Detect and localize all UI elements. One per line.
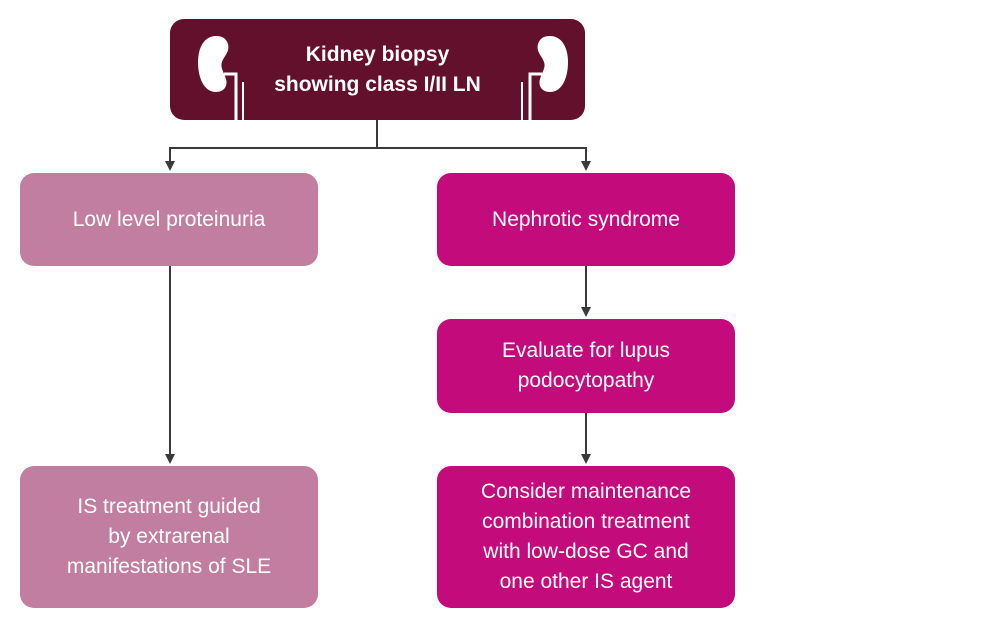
- node-nephrotic-syndrome: Nephrotic syndrome: [437, 173, 735, 266]
- root-node-text: Kidney biopsy showing class I/II LN: [274, 42, 481, 96]
- node-text: Evaluate for lupus podocytopathy: [501, 339, 671, 392]
- node-maintenance-combination-treatment: Consider maintenance combination treatme…: [437, 466, 735, 608]
- kidney-icon-left: [198, 36, 244, 120]
- node-text: Consider maintenance combination treatme…: [480, 480, 692, 593]
- root-node-kidney-biopsy: Kidney biopsy showing class I/II LN: [170, 19, 585, 120]
- node-text: Low level proteinuria: [72, 207, 266, 231]
- kidney-icon-right: [521, 36, 568, 120]
- node-evaluate-lupus-podocytopathy: Evaluate for lupus podocytopathy: [437, 319, 735, 413]
- node-is-treatment-extrarenal: IS treatment guided by extrarenal manife…: [20, 466, 318, 608]
- node-text: Nephrotic syndrome: [492, 207, 680, 231]
- node-low-level-proteinuria: Low level proteinuria: [20, 173, 318, 266]
- node-text: IS treatment guided by extrarenal manife…: [66, 495, 272, 578]
